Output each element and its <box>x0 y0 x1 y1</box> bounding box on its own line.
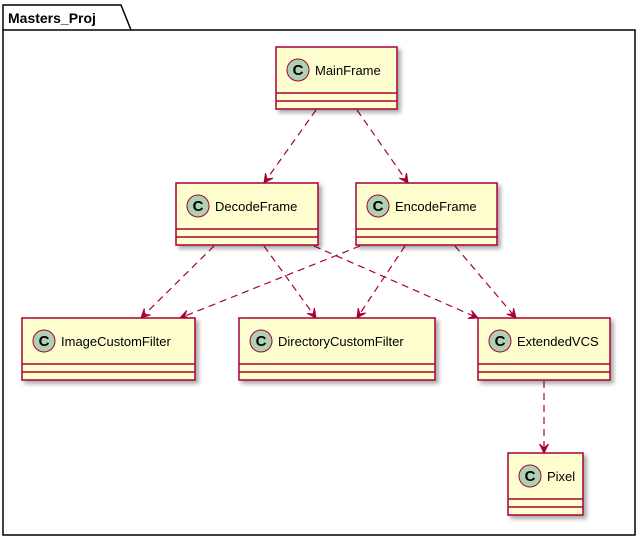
class-extended-vcs[interactable]: C ExtendedVCS <box>477 317 611 381</box>
class-encode-frame[interactable]: C EncodeFrame <box>355 182 498 246</box>
arrowhead <box>356 307 366 319</box>
dependency-line <box>140 245 215 319</box>
class-directory-custom-filter[interactable]: C DirectoryCustomFilter <box>238 317 436 381</box>
class-box <box>238 317 436 381</box>
class-type-icon <box>366 194 390 218</box>
class-type-icon <box>518 464 542 488</box>
arrowhead <box>539 443 549 455</box>
arrowhead <box>263 172 274 184</box>
class-name: ExtendedVCS <box>517 334 599 349</box>
class-type-icon <box>32 329 56 353</box>
dependency-line <box>454 245 517 319</box>
dependency-encode-frame-to-directory-custom-filter <box>356 245 406 319</box>
dependency-line <box>356 109 409 184</box>
dependency-encode-frame-to-extended-vcs <box>454 245 517 319</box>
dependency-extended-vcs-to-pixel <box>539 381 549 455</box>
dependency-main-frame-to-encode-frame <box>356 109 409 184</box>
arrowhead <box>398 172 409 184</box>
class-type-letter: C <box>39 333 50 350</box>
package-title: Masters_Proj <box>8 10 96 26</box>
dependency-line <box>356 245 406 319</box>
dependency-line <box>263 245 317 319</box>
class-pixel[interactable]: C Pixel <box>507 452 584 516</box>
class-name: EncodeFrame <box>395 199 477 214</box>
class-decode-frame[interactable]: C DecodeFrame <box>175 182 319 246</box>
arrowhead <box>467 309 480 320</box>
class-type-letter: C <box>193 198 204 215</box>
class-image-custom-filter[interactable]: C ImageCustomFilter <box>21 317 196 381</box>
class-name: MainFrame <box>315 63 381 78</box>
package-masters-proj: Masters_Proj <box>2 4 636 536</box>
class-type-letter: C <box>495 333 506 350</box>
class-type-letter: C <box>293 62 304 79</box>
package-frame <box>2 4 636 536</box>
class-type-letter: C <box>373 198 384 215</box>
class-name: ImageCustomFilter <box>61 334 171 349</box>
dependency-line <box>313 245 479 319</box>
class-type-letter: C <box>525 468 536 485</box>
class-type-icon <box>186 194 210 218</box>
class-box <box>507 452 584 516</box>
dependency-decode-frame-to-directory-custom-filter <box>263 245 317 319</box>
dependency-decode-frame-to-extended-vcs <box>313 245 480 320</box>
class-name: DirectoryCustomFilter <box>278 334 404 349</box>
class-type-icon <box>286 58 310 82</box>
arrowhead <box>140 308 151 319</box>
arrowhead <box>306 307 317 319</box>
dependency-line <box>179 245 361 319</box>
dependency-line <box>263 109 317 184</box>
class-type-icon <box>249 329 273 353</box>
class-name: Pixel <box>547 469 575 484</box>
class-type-icon <box>488 329 512 353</box>
dependency-main-frame-to-decode-frame <box>263 109 317 184</box>
class-main-frame[interactable]: C MainFrame <box>275 46 398 110</box>
dependency-arrows <box>140 109 549 455</box>
arrowhead <box>506 308 517 319</box>
class-type-letter: C <box>256 333 267 350</box>
class-name: DecodeFrame <box>215 199 297 214</box>
dependency-decode-frame-to-image-custom-filter <box>140 245 215 319</box>
